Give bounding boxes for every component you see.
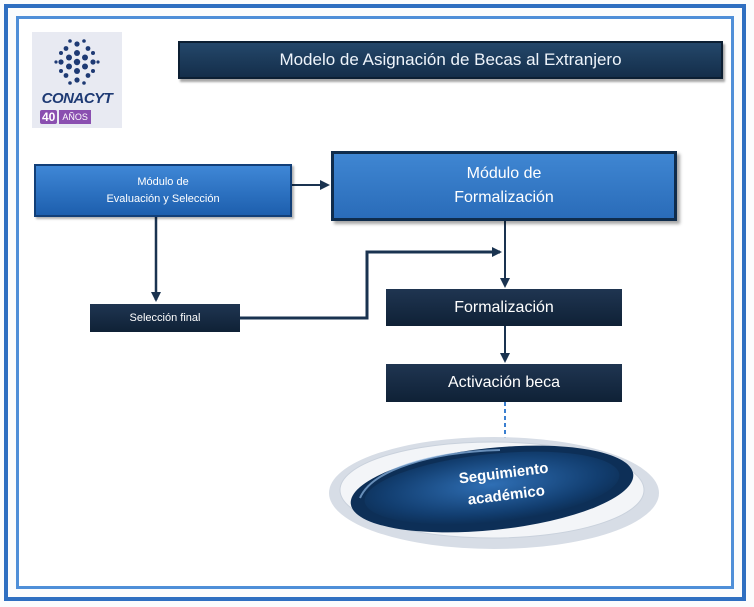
badge-word: AÑOS xyxy=(59,110,91,124)
outer-border xyxy=(4,4,746,601)
dot-globe-icon xyxy=(54,39,100,85)
formalization-module-line1: Módulo de xyxy=(466,165,542,182)
scholarship-activation-box: Activación beca xyxy=(386,364,622,402)
badge-number: 40 xyxy=(40,110,58,124)
evaluation-selection-module: Módulo de Evaluación y Selección xyxy=(34,164,292,217)
logo-wordmark: CONACYT xyxy=(41,90,113,107)
anniversary-badge: 40 AÑOS xyxy=(40,110,91,124)
formalization-module-line2: Formalización xyxy=(454,189,554,206)
evaluation-module-line2: Evaluación y Selección xyxy=(106,192,220,205)
formalization-box: Formalización xyxy=(386,289,622,326)
evaluation-module-line1: Módulo de xyxy=(137,175,189,188)
follow-up-ellipse xyxy=(329,437,659,549)
final-selection-box: Selección final xyxy=(90,304,240,332)
formalization-module: Módulo de Formalización xyxy=(331,151,677,221)
conacyt-logo: CONACYT 40 AÑOS xyxy=(32,32,122,128)
arrow-final-selection-to-formalization xyxy=(240,247,502,320)
page-title: Modelo de Asignación de Becas al Extranj… xyxy=(178,41,723,79)
